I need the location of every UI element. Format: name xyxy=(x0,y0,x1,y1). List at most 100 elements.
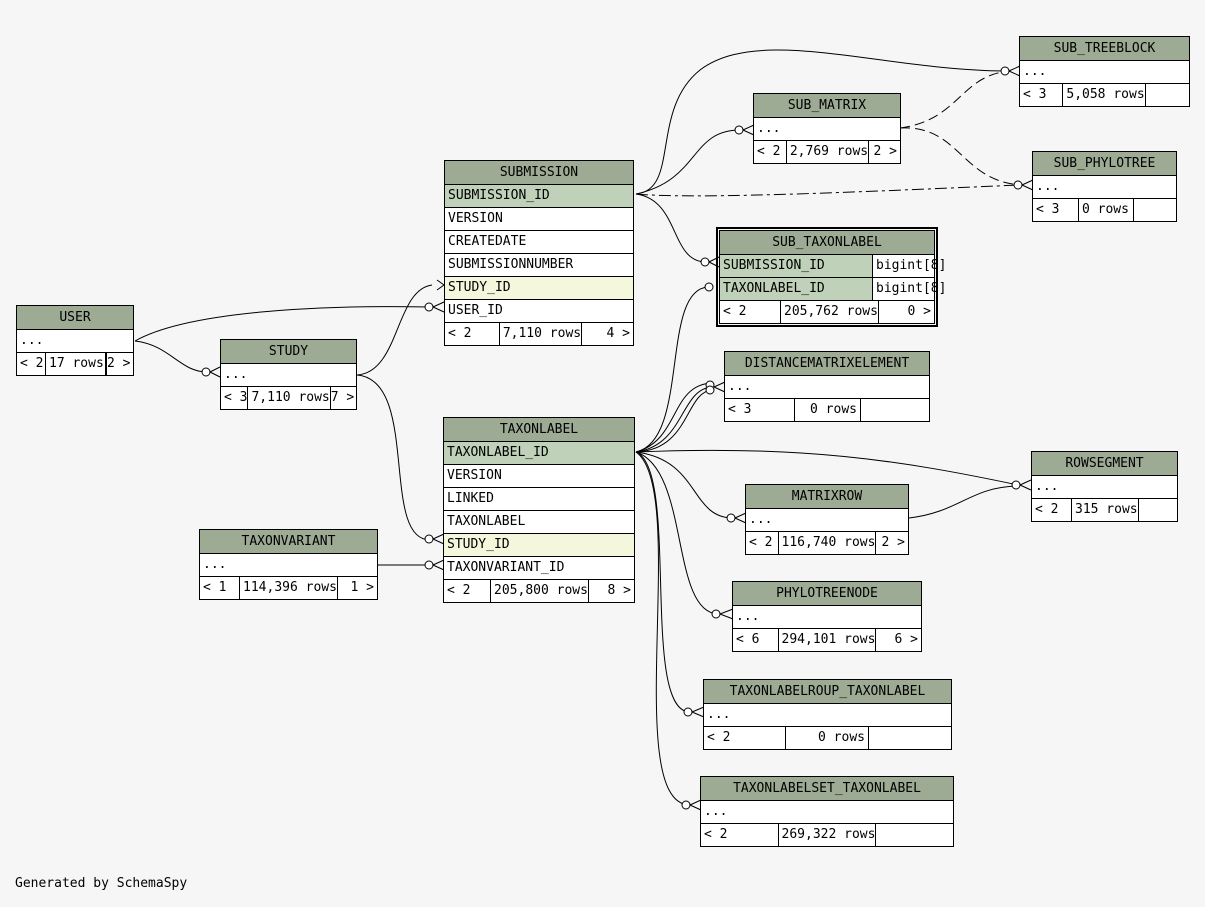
parent-count[interactable]: < 2 xyxy=(17,353,46,375)
crowfoot-circle xyxy=(424,534,434,544)
column-type: bigint[8] xyxy=(873,278,946,300)
crowfoot-circle xyxy=(424,560,434,570)
table-submission[interactable]: SUBMISSION SUBMISSION_ID VERSION CREATED… xyxy=(444,160,634,346)
table-phylotreenode[interactable]: PHYLOTREENODE ... < 6 294,101 rows 6 > xyxy=(732,581,922,652)
crowfoot-circle xyxy=(734,125,744,135)
column-row: ... xyxy=(754,118,900,141)
table-header: PHYLOTREENODE xyxy=(733,582,921,606)
edge-taxonlabel-phylotreenode xyxy=(635,451,719,615)
table-footer: < 2 205,762 rows 0 > xyxy=(720,301,934,323)
parent-count[interactable]: < 3 xyxy=(221,387,249,409)
column-name: SUBMISSION_ID xyxy=(720,255,873,277)
edge-submatrix-subtreeblock xyxy=(899,70,1011,129)
table-taxonlabelset-taxonlabel[interactable]: TAXONLABELSET_TAXONLABEL ... < 2 269,322… xyxy=(700,776,954,847)
crowfoot xyxy=(1008,65,1021,77)
table-header: SUB_TREEBLOCK xyxy=(1020,37,1189,61)
child-count[interactable]: 4 > xyxy=(606,326,630,341)
table-sub-taxonlabel[interactable]: SUB_TAXONLABEL SUBMISSION_ID bigint[8] T… xyxy=(716,227,946,327)
crowfoot xyxy=(742,124,755,136)
column-row: ... xyxy=(733,606,921,629)
column-row-pk: SUBMISSION_ID xyxy=(445,185,633,208)
table-header: STUDY xyxy=(221,340,356,364)
table-study[interactable]: STUDY ... < 3 7,110 rows 7 > xyxy=(220,339,357,410)
column-row: VERSION xyxy=(444,465,634,488)
table-user[interactable]: USER ... < 2 17 rows 2 > xyxy=(16,305,134,376)
column-row-pk: TAXONLABEL_ID xyxy=(444,442,634,465)
column-row: ... xyxy=(704,704,951,727)
table-taxonvariant[interactable]: TAXONVARIANT ... < 1 114,396 rows 1 > xyxy=(199,529,378,600)
table-header: TAXONLABELROUP_TAXONLABEL xyxy=(704,680,951,704)
column-row: ... xyxy=(1033,176,1176,199)
crowfoot xyxy=(719,608,734,620)
edge-taxonlabel-labelset xyxy=(635,451,691,806)
table-sub-matrix[interactable]: SUB_MATRIX ... < 2 2,769 rows 2 > xyxy=(753,93,901,164)
table-rowsegment[interactable]: ROWSEGMENT ... < 2 315 rows xyxy=(1031,451,1178,522)
edge-taxonlabel-distance-2 xyxy=(635,386,713,453)
table-taxonlabelgroup-taxonlabel[interactable]: TAXONLABELROUP_TAXONLABEL ... < 2 0 rows xyxy=(703,679,952,750)
row-count: 0 rows xyxy=(786,727,869,749)
parent-count[interactable]: < 2 xyxy=(445,323,500,345)
column-row-fk: STUDY_ID xyxy=(445,277,633,300)
parent-count[interactable]: < 3 xyxy=(725,399,795,421)
table-distancematrixelement[interactable]: DISTANCEMATRIXELEMENT ... < 3 0 rows xyxy=(724,351,930,422)
row-count: 7,110 rows xyxy=(248,387,331,409)
column-row: ... xyxy=(725,376,929,399)
row-count: 2,769 rows xyxy=(787,141,870,163)
column-row: USER_ID xyxy=(445,300,633,323)
row-count: 269,322 rows xyxy=(779,824,877,846)
crowfoot-circle xyxy=(681,800,691,810)
parent-count[interactable]: < 2 xyxy=(1032,499,1072,521)
table-header: TAXONVARIANT xyxy=(200,530,377,554)
crowfoot xyxy=(708,256,720,268)
parent-count[interactable]: < 3 xyxy=(1020,84,1064,106)
child-count xyxy=(861,399,929,421)
table-sub-treeblock[interactable]: SUB_TREEBLOCK ... < 3 5,058 rows xyxy=(1019,36,1190,107)
child-count[interactable]: 1 > xyxy=(350,580,374,595)
edge-matrixrow-rowsegment xyxy=(908,485,1019,519)
crowfoot-circle xyxy=(726,513,736,523)
crowfoot xyxy=(734,512,747,524)
table-taxonlabel[interactable]: TAXONLABEL TAXONLABEL_ID VERSION LINKED … xyxy=(443,417,635,603)
table-matrixrow[interactable]: MATRIXROW ... < 2 116,740 rows 2 > xyxy=(745,484,909,555)
column-row: LINKED xyxy=(444,488,634,511)
table-footer: < 3 7,110 rows 7 > xyxy=(221,387,356,409)
crowfoot xyxy=(432,301,445,313)
parent-count[interactable]: < 2 xyxy=(746,532,779,554)
table-header: MATRIXROW xyxy=(746,485,908,509)
crowfoot xyxy=(436,279,445,291)
parent-count[interactable]: < 2 xyxy=(704,727,786,749)
column-row-fk: STUDY_ID xyxy=(444,534,634,557)
crowfoot-circle xyxy=(201,367,211,377)
child-count xyxy=(876,824,953,846)
child-count[interactable]: 2 > xyxy=(881,535,905,550)
parent-count[interactable]: < 2 xyxy=(701,824,779,846)
parent-count[interactable]: < 2 xyxy=(754,141,787,163)
crowfoot-circle xyxy=(1013,180,1023,190)
table-footer: < 2 17 rows 2 > xyxy=(17,353,133,375)
child-count[interactable]: 0 > xyxy=(907,304,931,319)
parent-count[interactable]: < 2 xyxy=(444,580,492,602)
parent-count[interactable]: < 2 xyxy=(720,301,781,323)
column-row-pk: SUBMISSION_ID bigint[8] xyxy=(720,255,946,278)
row-count: 0 rows xyxy=(795,399,861,421)
table-footer: < 6 294,101 rows 6 > xyxy=(733,629,921,651)
child-count xyxy=(869,727,951,749)
row-count: 116,740 rows xyxy=(779,532,877,554)
crowfoot-circle xyxy=(424,302,434,312)
column-row-pk: TAXONLABEL_ID bigint[8] xyxy=(720,278,946,301)
child-count[interactable]: 2 > xyxy=(106,353,133,375)
crowfoot xyxy=(432,559,445,571)
crowfoot-circle xyxy=(1011,480,1021,490)
child-count[interactable]: 2 > xyxy=(873,144,897,159)
child-count xyxy=(1134,199,1176,221)
child-count[interactable]: 7 > xyxy=(330,390,355,405)
table-footer: < 3 0 rows xyxy=(725,399,929,421)
parent-count[interactable]: < 3 xyxy=(1033,199,1079,221)
parent-count[interactable]: < 1 xyxy=(200,577,241,599)
child-count[interactable]: 8 > xyxy=(607,583,631,598)
table-sub-phylotree[interactable]: SUB_PHYLOTREE ... < 3 0 rows xyxy=(1032,151,1177,222)
child-count[interactable]: 6 > xyxy=(894,632,918,647)
table-footer: < 2 7,110 rows 4 > xyxy=(445,323,633,345)
parent-count[interactable]: < 6 xyxy=(733,629,779,651)
table-footer: < 1 114,396 rows 1 > xyxy=(200,577,377,599)
